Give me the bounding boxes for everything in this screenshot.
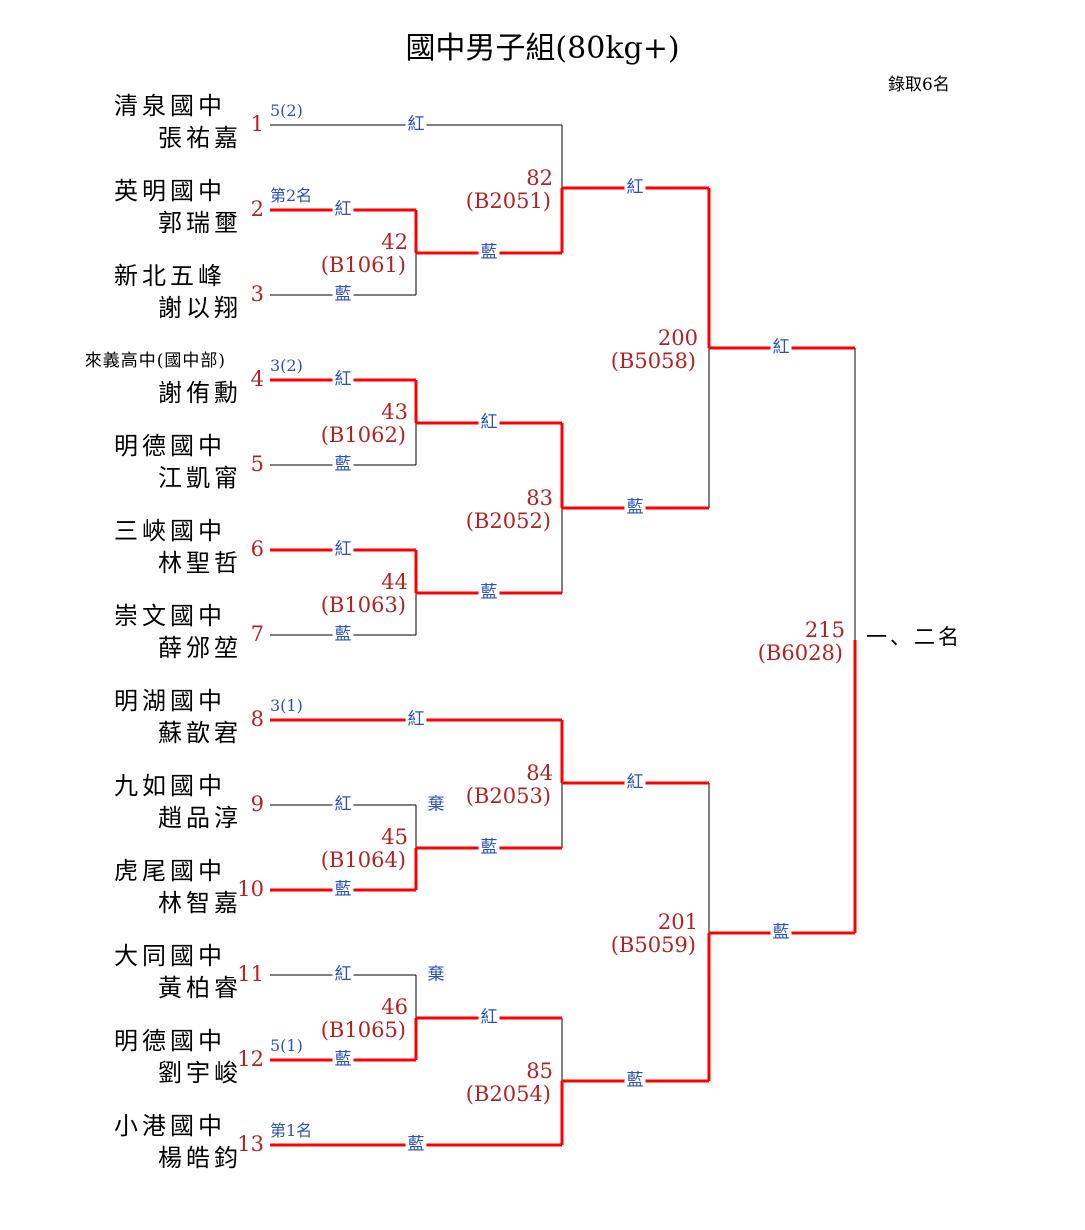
- bracket-lines-winner: [270, 186, 857, 1147]
- match-number: 45: [381, 825, 408, 849]
- match-number: 85: [526, 1059, 553, 1083]
- entrant-name: 薛邠堃: [158, 634, 242, 662]
- entrant-name: 張祐嘉: [158, 124, 242, 152]
- seed-note: 3(1): [270, 696, 303, 715]
- match-number: 84: [526, 761, 553, 785]
- entrant-school: 明湖國中: [114, 687, 226, 715]
- match-number: 44: [381, 570, 408, 594]
- forfeit-label: 棄: [427, 964, 445, 985]
- red-corner-label: 紅: [624, 177, 646, 198]
- seed-note: 第1名: [270, 1121, 313, 1140]
- blue-corner-label: 藍: [478, 837, 500, 858]
- entrant-name: 林智嘉: [158, 889, 242, 917]
- entrant-school: 新北五峰: [114, 262, 226, 290]
- blue-corner-label: 藍: [770, 922, 792, 943]
- entrant-number: 7: [250, 622, 264, 646]
- entrant-school: 大同國中: [114, 942, 226, 970]
- final-rank-label: 一、二名: [866, 625, 962, 649]
- forfeit-label: 棄: [427, 794, 445, 815]
- entrant-school: 明德國中: [114, 432, 226, 460]
- entrant-number: 3: [250, 282, 264, 306]
- entrant-number: 1: [250, 112, 264, 136]
- match-code: (B1061): [320, 253, 406, 277]
- match-code: (B2052): [465, 509, 551, 533]
- blue-corner-label: 藍: [405, 1134, 427, 1155]
- red-corner-label: 紅: [478, 1007, 500, 1028]
- entrant-school: 小港國中: [114, 1112, 226, 1140]
- entrant-school: 明德國中: [114, 1027, 226, 1055]
- match-code: (B6028): [757, 641, 843, 665]
- entrant-number: 11: [237, 962, 264, 986]
- entrant-name: 郭瑞壐: [158, 209, 242, 237]
- match-number: 200: [657, 326, 698, 350]
- blue-corner-label: 藍: [478, 242, 500, 263]
- red-corner-label: 紅: [332, 964, 354, 985]
- blue-corner-label: 藍: [624, 497, 646, 518]
- entrant-name: 蘇歆宭: [158, 719, 242, 747]
- match-code: (B2051): [465, 189, 551, 213]
- entrant-school: 英明國中: [114, 177, 226, 205]
- entrant-school: 來義高中(國中部): [84, 351, 226, 371]
- entrant-school: 三峽國中: [114, 517, 226, 545]
- seed-note: 5(2): [270, 101, 303, 120]
- blue-corner-label: 藍: [332, 1049, 354, 1070]
- blue-corner-label: 藍: [332, 879, 354, 900]
- entrant-name: 黃柏睿: [158, 974, 242, 1002]
- red-corner-label: 紅: [478, 412, 500, 433]
- entrant-name: 劉宇峻: [158, 1059, 242, 1087]
- match-number: 42: [381, 230, 408, 254]
- entrant-school: 崇文國中: [114, 602, 226, 630]
- red-corner-label: 紅: [405, 709, 427, 730]
- entrant-school: 清泉國中: [114, 92, 226, 120]
- match-number: 46: [381, 995, 408, 1019]
- red-corner-label: 紅: [332, 369, 354, 390]
- match-code: (B1063): [320, 593, 406, 617]
- entrant-number: 9: [250, 792, 264, 816]
- match-number: 82: [526, 166, 553, 190]
- entrant-name: 江凱甯: [158, 464, 242, 492]
- blue-corner-label: 藍: [624, 1070, 646, 1091]
- match-code: (B2054): [465, 1082, 551, 1106]
- match-code: (B1064): [320, 848, 406, 872]
- entrant-name: 楊皓鈞: [158, 1144, 242, 1172]
- entrant-name: 謝侑勳: [158, 379, 242, 407]
- seed-note: 第2名: [270, 186, 313, 205]
- match-code: (B5058): [610, 349, 696, 373]
- red-corner-label: 紅: [770, 337, 792, 358]
- match-code: (B1065): [320, 1018, 406, 1042]
- match-number: 201: [657, 910, 698, 934]
- entrant-number: 12: [237, 1047, 264, 1071]
- entrant-number: 4: [250, 367, 264, 391]
- match-code: (B2053): [465, 784, 551, 808]
- seed-note: 5(1): [270, 1036, 303, 1055]
- seed-note: 3(2): [270, 356, 303, 375]
- entrant-school: 虎尾國中: [114, 857, 226, 885]
- entrant-name: 謝以翔: [158, 294, 242, 322]
- entrant-school: 九如國中: [114, 772, 226, 800]
- entrant-number: 10: [237, 877, 264, 901]
- entrant-number: 13: [237, 1132, 264, 1156]
- blue-corner-label: 藍: [332, 454, 354, 475]
- match-number: 43: [381, 400, 408, 424]
- entrant-number: 8: [250, 707, 264, 731]
- entrant-number: 5: [250, 452, 264, 476]
- match-code: (B1062): [320, 423, 406, 447]
- red-corner-label: 紅: [332, 794, 354, 815]
- blue-corner-label: 藍: [332, 284, 354, 305]
- match-number: 215: [804, 618, 845, 642]
- red-corner-label: 紅: [624, 772, 646, 793]
- red-corner-label: 紅: [405, 114, 427, 135]
- entrant-number: 6: [250, 537, 264, 561]
- match-number: 83: [526, 486, 553, 510]
- match-code: (B5059): [610, 933, 696, 957]
- blue-corner-label: 藍: [478, 582, 500, 603]
- red-corner-label: 紅: [332, 539, 354, 560]
- red-corner-label: 紅: [332, 199, 354, 220]
- entrant-name: 林聖哲: [158, 549, 242, 577]
- qualifier-count: 錄取6名: [888, 75, 950, 95]
- page-title: 國中男子組(80kg+): [405, 31, 680, 66]
- blue-corner-label: 藍: [332, 624, 354, 645]
- entrant-number: 2: [250, 197, 264, 221]
- entrant-name: 趙品淳: [158, 804, 242, 832]
